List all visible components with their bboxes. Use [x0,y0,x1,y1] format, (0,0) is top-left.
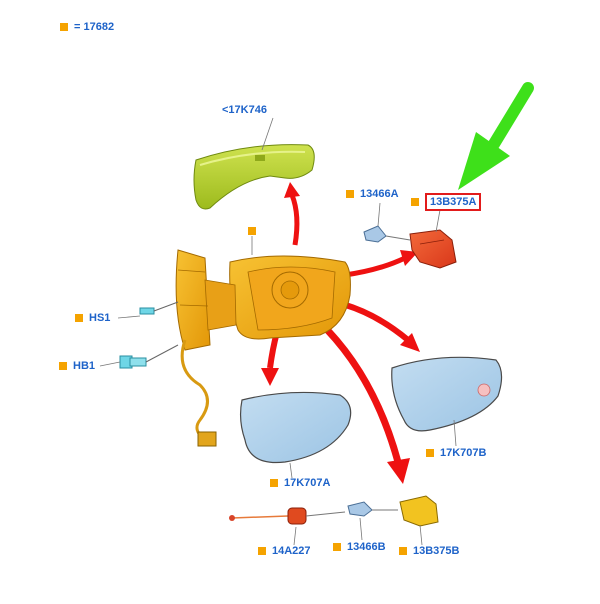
legend-code: 17682 [83,21,115,33]
part-code-harness: 14A227 [272,545,311,557]
module-bottom-square-icon [399,547,407,555]
part-code-lamp-bottom: 13466B [347,541,386,553]
part-code-screw: HS1 [89,312,111,324]
leader-lines [99,117,457,546]
glass-left-square-icon [270,479,278,487]
callout-glass-right: 17K707B [426,447,486,459]
harness-square-icon [258,547,266,555]
part-code-module-top-highlighted: 13B375A [425,193,482,211]
part-code-lamp-top: 13466A [360,188,399,200]
mirror-housing-part [175,249,351,447]
mirror-glass-left-part [239,391,352,464]
callout-harness: 14A227 [258,545,311,557]
callout-glass-left: 17K707A [270,477,330,489]
legend-square-icon [60,23,68,31]
part-code-cover: <17K746 [222,104,267,116]
harness-part [229,507,346,525]
callout-lamp-bottom: 13466B [333,541,386,553]
callout-lamp-top: 13466A [346,188,399,200]
callout-module-top: 13B375A [411,193,482,211]
callout-cover: <17K746 [222,104,267,116]
lamp-top-square-icon [346,190,354,198]
callout-module-bottom: 13B375B [399,545,459,557]
module-top-part [409,229,457,269]
part-code-glass-right: 17K707B [440,447,487,459]
part-code-bolt: HB1 [73,360,96,372]
module-top-square-icon [411,198,419,206]
lamp-top-part [363,225,411,243]
lamp-bottom-square-icon [333,543,341,551]
callout-housing [248,227,256,235]
callout-bolt: HB1 [59,360,95,372]
highlight-pointer-arrow [458,82,534,190]
legend-equals: = 17682 [74,21,115,33]
module-bottom-part [399,495,439,527]
legend: = 17682 [60,21,114,33]
mirror-glass-right-part [391,356,503,432]
screw-square-icon [75,314,83,322]
bolt-part [119,344,179,369]
part-code-module-bottom: 13B375B [413,545,460,557]
glass-right-square-icon [426,449,434,457]
housing-square-icon [248,227,256,235]
part-code-glass-left: 17K707A [284,477,331,489]
callout-screw: HS1 [75,312,110,324]
lamp-bottom-part [347,501,398,517]
mirror-cover-part [193,144,315,210]
bolt-square-icon [59,362,67,370]
screw-part [139,301,179,315]
